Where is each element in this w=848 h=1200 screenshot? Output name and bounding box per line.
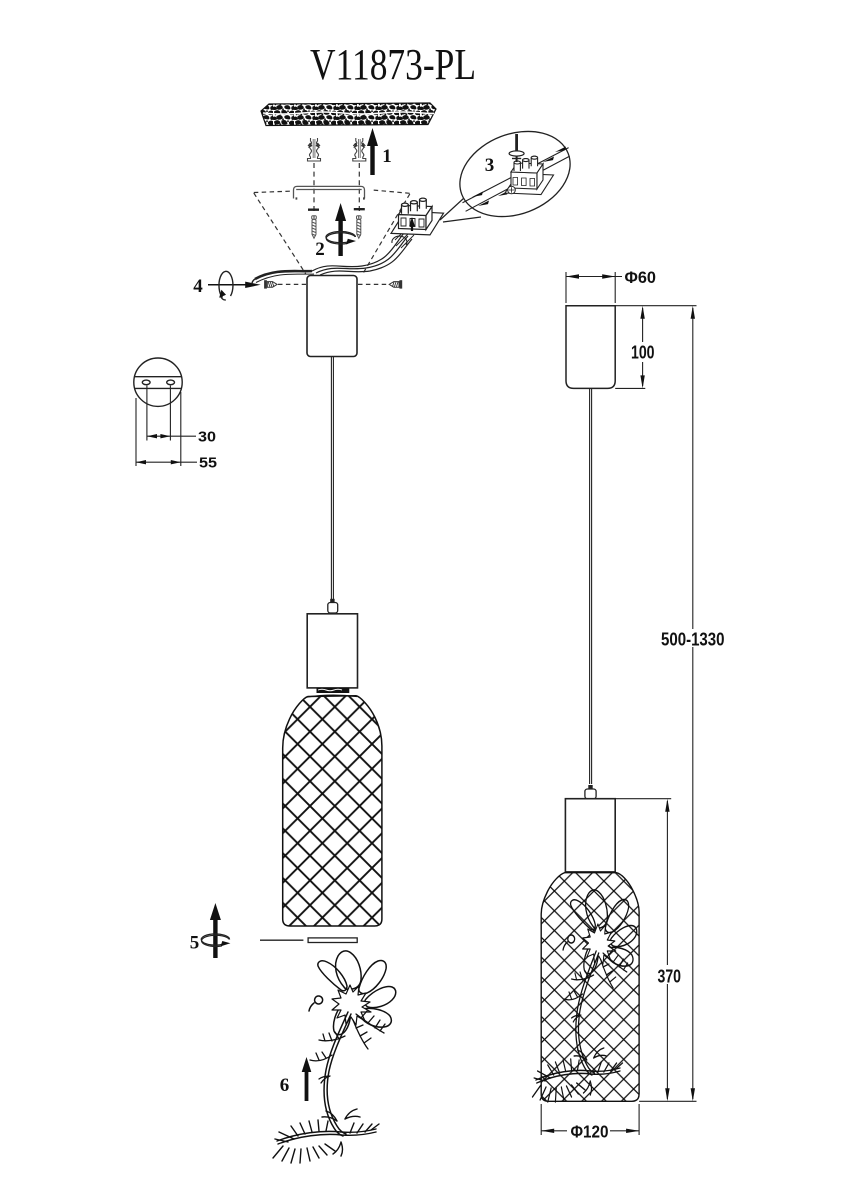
svg-text:2: 2 bbox=[315, 239, 325, 260]
svg-text:V11873-PL: V11873-PL bbox=[310, 40, 476, 89]
svg-text:5: 5 bbox=[190, 933, 200, 954]
svg-text:100: 100 bbox=[631, 342, 655, 362]
svg-text:1: 1 bbox=[382, 146, 392, 167]
svg-text:500-1330: 500-1330 bbox=[661, 629, 725, 649]
svg-text:30: 30 bbox=[198, 430, 216, 446]
svg-text:4: 4 bbox=[193, 276, 203, 297]
svg-text:Φ60: Φ60 bbox=[625, 268, 657, 287]
svg-text:Φ120: Φ120 bbox=[571, 1122, 609, 1142]
svg-text:370: 370 bbox=[658, 966, 682, 987]
svg-text:6: 6 bbox=[280, 1075, 290, 1096]
svg-text:55: 55 bbox=[199, 456, 217, 472]
svg-text:3: 3 bbox=[485, 155, 495, 176]
